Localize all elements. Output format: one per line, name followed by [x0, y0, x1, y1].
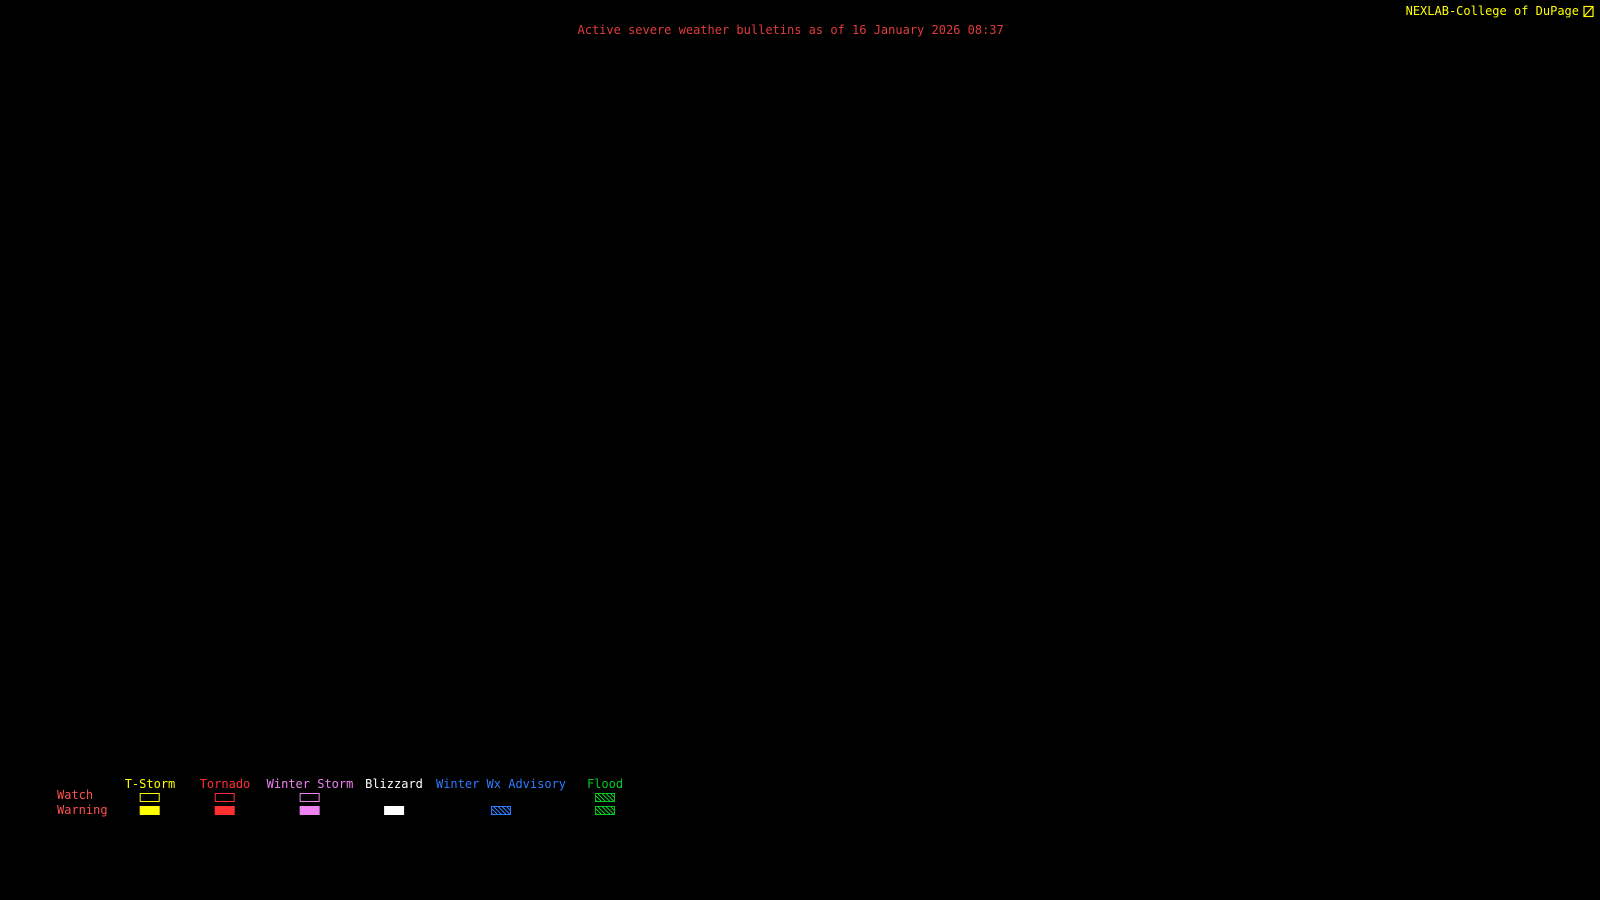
legend-column-winter-storm: Winter Storm [266, 777, 354, 815]
legend-column-flood: Flood [587, 777, 623, 815]
tornado-warning-swatch [214, 806, 235, 815]
winter-storm-warning-swatch [299, 806, 320, 815]
bulletin-title: Active severe weather bulletins as of 16… [577, 23, 1004, 37]
brand-text: NEXLAB-College of DuPage [1405, 4, 1579, 18]
tstorm-warning-swatch [139, 806, 160, 815]
flood-warning-swatch [595, 806, 615, 815]
legend: Watch Warning T-Storm Tornado Winter Sto… [0, 770, 700, 830]
tstorm-watch-swatch [139, 793, 160, 802]
legend-label-winter-storm: Winter Storm [266, 777, 354, 791]
legend-label-winter-wx-advisory: Winter Wx Advisory [435, 777, 567, 791]
winter-wx-advisory-warning-swatch [490, 806, 511, 815]
legend-label-flood: Flood [586, 777, 624, 791]
brand: NEXLAB-College of DuPage [1406, 4, 1594, 18]
legend-column-winter-wx-advisory: Winter Wx Advisory [436, 777, 566, 815]
flood-watch-swatch [595, 793, 615, 802]
blizzard-warning-swatch [383, 806, 404, 815]
legend-label-tornado: Tornado [199, 777, 251, 791]
winter-storm-watch-swatch [299, 793, 320, 802]
tornado-watch-swatch [214, 793, 235, 802]
legend-label-blizzard: Blizzard [365, 777, 423, 791]
legend-column-tornado: Tornado [199, 777, 251, 815]
cod-logo-icon [1583, 5, 1594, 17]
legend-column-blizzard: Blizzard [365, 777, 423, 815]
legend-label-tstorm: T-Storm [124, 777, 176, 791]
legend-watch-label: Watch [57, 788, 94, 802]
legend-warning-label: Warning [57, 803, 108, 817]
legend-column-tstorm: T-Storm [124, 777, 176, 815]
